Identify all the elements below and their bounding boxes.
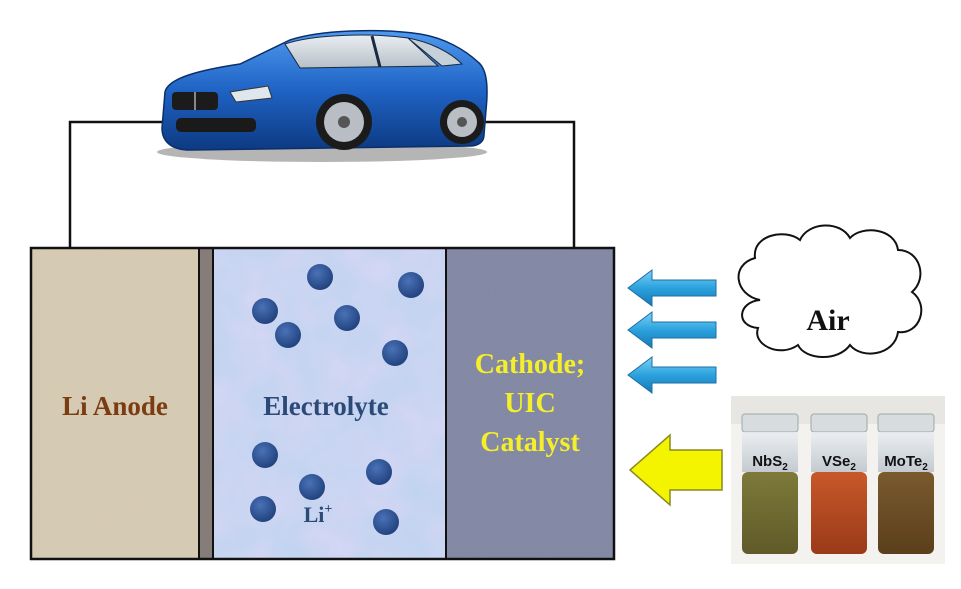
lithium-ion xyxy=(250,496,276,522)
ion-label: Li+ xyxy=(304,502,333,527)
vial xyxy=(877,413,935,554)
lithium-ion xyxy=(334,305,360,331)
lithium-ions xyxy=(250,264,424,535)
lithium-ion xyxy=(382,340,408,366)
air-label: Air xyxy=(806,304,849,337)
vial xyxy=(741,413,799,554)
svg-text:Catalyst: Catalyst xyxy=(480,427,580,458)
car-illustration xyxy=(157,29,488,162)
air-cloud: Air xyxy=(737,224,923,358)
arrow-left-icon xyxy=(627,269,717,307)
lithium-ion xyxy=(299,474,325,500)
lithium-ion xyxy=(373,509,399,535)
lithium-ion xyxy=(398,272,424,298)
lithium-ion xyxy=(366,459,392,485)
vial-label: VSe2 xyxy=(822,453,856,473)
air-flow-arrows xyxy=(627,269,717,394)
catalyst-vials-photo: NbS2 VSe2 MoTe2 xyxy=(731,396,945,564)
svg-text:UIC: UIC xyxy=(504,388,555,419)
electrolyte-label: Electrolyte xyxy=(263,391,388,421)
svg-text:Cathode;: Cathode; xyxy=(475,349,585,380)
anode-label: Li Anode xyxy=(62,391,168,421)
vial xyxy=(810,413,868,554)
vial-label: MoTe2 xyxy=(884,453,928,473)
battery-cell: Li Anode Electrolyte Li+ Cathode; UIC Ca… xyxy=(29,246,616,561)
lithium-ion xyxy=(307,264,333,290)
lithium-ion xyxy=(252,442,278,468)
cathode-label: Cathode; UIC Catalyst xyxy=(475,349,585,458)
lithium-ion xyxy=(252,298,278,324)
lithium-ion xyxy=(275,322,301,348)
vial-label: NbS2 xyxy=(752,453,788,473)
catalyst-arrow-icon xyxy=(628,433,723,507)
arrow-left-icon xyxy=(627,311,717,349)
arrow-left-icon xyxy=(627,356,717,394)
